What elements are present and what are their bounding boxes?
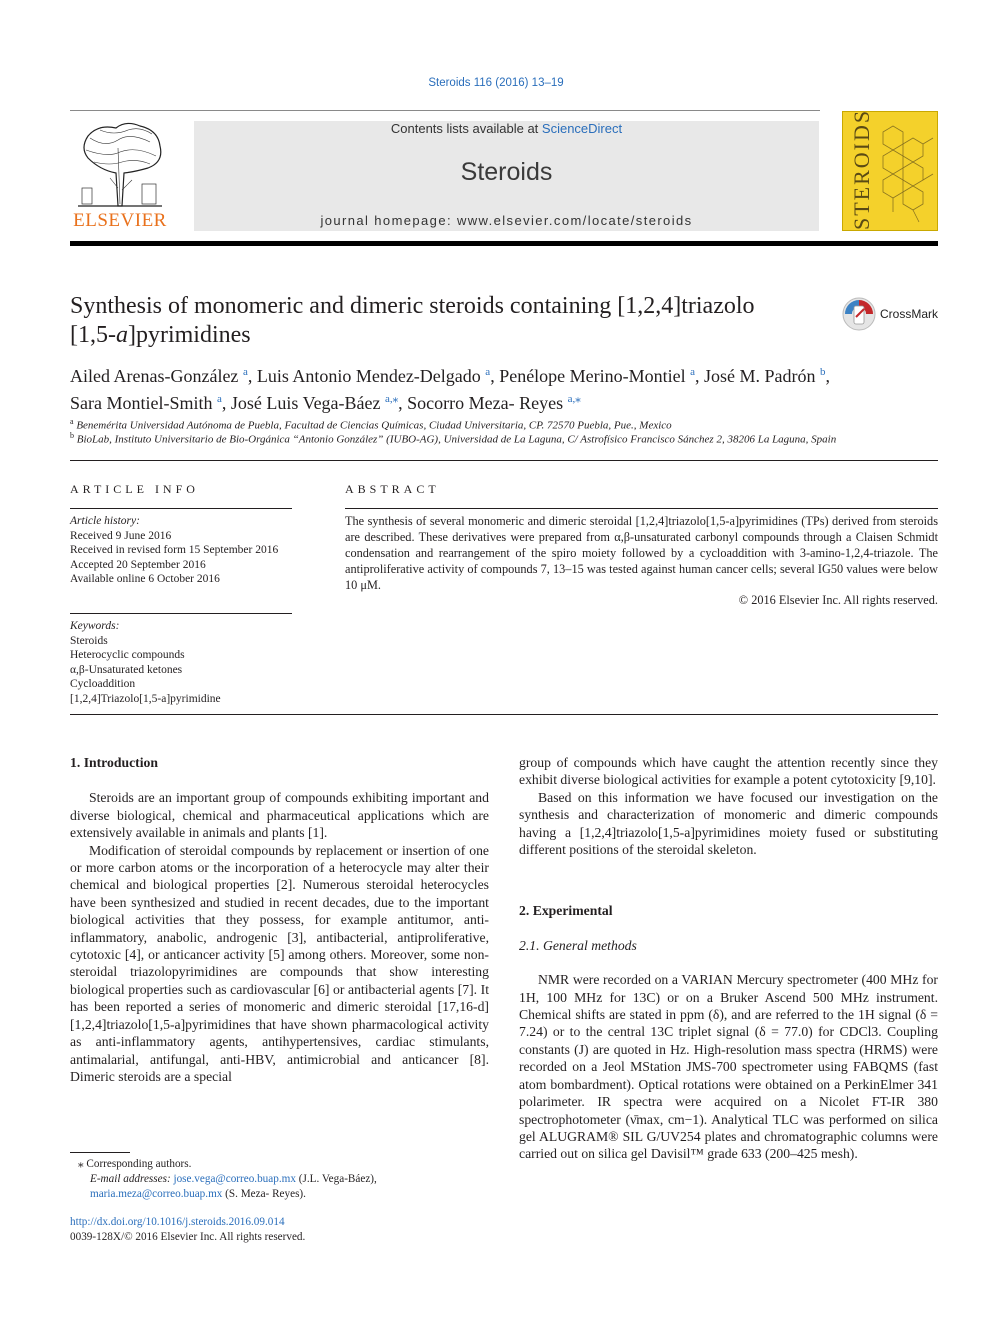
author-affiliation-marker[interactable]: a bbox=[690, 366, 696, 378]
email-owner: (S. Meza- Reyes). bbox=[225, 1188, 306, 1200]
keyword-item: Cycloaddition bbox=[70, 678, 136, 690]
cover-title: STEROIDS bbox=[849, 111, 874, 230]
email-owner: (J.L. Vega-Báez), bbox=[298, 1173, 377, 1185]
doi-block: http://dx.doi.org/10.1016/j.steroids.201… bbox=[70, 1215, 305, 1245]
abstract-divider bbox=[345, 508, 938, 509]
crossmark-label: CrossMark bbox=[880, 307, 939, 321]
email-addresses: E-mail addresses: jose.vega@correo.buap.… bbox=[70, 1172, 489, 1202]
author-line-2: Sara Montiel-Smith a, José Luis Vega-Báe… bbox=[70, 393, 581, 413]
author-name[interactable]: Sara Montiel-Smith bbox=[70, 393, 213, 413]
author-name[interactable]: Ailed Arenas-González bbox=[70, 366, 239, 386]
history-accepted: Accepted 20 September 2016 bbox=[70, 558, 206, 571]
introduction-paragraph-2: Modification of steroidal compounds by r… bbox=[70, 842, 489, 1084]
general-methods-heading: 2.1. General methods bbox=[519, 937, 637, 953]
contents-line: Contents lists available at ScienceDirec… bbox=[194, 121, 819, 136]
introduction-paragraph-4: Based on this information we have focuse… bbox=[519, 789, 938, 858]
abstract-text: The synthesis of several monomeric and d… bbox=[345, 514, 938, 592]
journal-name: Steroids bbox=[460, 158, 553, 186]
sciencedirect-link[interactable]: ScienceDirect bbox=[541, 121, 623, 136]
issn-copyright: 0039-128X/© 2016 Elsevier Inc. All right… bbox=[70, 1231, 306, 1243]
email-link[interactable]: maria.meza@correo.buap.mx bbox=[90, 1188, 223, 1200]
title-line-2: [1,5-a]pyrimidines bbox=[70, 322, 251, 348]
keywords-block: Keywords: Steroids Heterocyclic compound… bbox=[70, 619, 292, 706]
keywords-divider bbox=[70, 613, 292, 614]
journal-homepage[interactable]: journal homepage: www.elsevier.com/locat… bbox=[320, 213, 693, 228]
frontmatter-divider bbox=[70, 714, 938, 715]
steroid-structure-icon bbox=[882, 125, 934, 223]
contents-prefix: Contents lists available at bbox=[390, 121, 542, 136]
crossmark-badge[interactable]: CrossMark bbox=[842, 297, 942, 333]
author-name[interactable]: Luis Antonio Mendez-Delgado bbox=[256, 366, 481, 386]
article-history: Article history: Received 9 June 2016 Re… bbox=[70, 514, 292, 587]
author-affiliation-marker[interactable]: a bbox=[485, 366, 491, 378]
article-title: Synthesis of monomeric and dimeric stero… bbox=[70, 292, 820, 350]
history-revised: Received in revised form 15 September 20… bbox=[70, 544, 279, 556]
email-label: E-mail addresses: bbox=[90, 1173, 171, 1185]
journal-banner bbox=[194, 121, 819, 231]
journal-reference[interactable]: Steroids 116 (2016) 13–19 bbox=[428, 77, 564, 89]
introduction-paragraph-1: Steroids are an important group of compo… bbox=[70, 790, 489, 841]
doi-link[interactable]: http://dx.doi.org/10.1016/j.steroids.201… bbox=[70, 1216, 285, 1228]
author-affiliation-marker[interactable]: a bbox=[242, 366, 248, 378]
history-online: Available online 6 October 2016 bbox=[70, 573, 220, 585]
keyword-item: [1,2,4]Triazolo[1,5-a]pyrimidine bbox=[70, 692, 221, 705]
author-affiliation-marker[interactable]: a bbox=[217, 393, 222, 405]
keyword-item: Heterocyclic compounds bbox=[70, 649, 185, 661]
elsevier-logo[interactable]: ELSEVIER bbox=[70, 118, 170, 232]
abstract-copyright: © 2016 Elsevier Inc. All rights reserved… bbox=[738, 593, 938, 607]
footnote-divider bbox=[70, 1152, 130, 1153]
history-label: Article history: bbox=[70, 515, 140, 527]
author-affiliation-marker[interactable]: b bbox=[820, 366, 826, 378]
journal-cover[interactable]: STEROIDS bbox=[842, 111, 938, 231]
author-name[interactable]: José Luis Vega-Báez bbox=[230, 393, 381, 413]
affiliation-divider bbox=[70, 460, 938, 461]
introduction-paragraph-3: group of compounds which have caught the… bbox=[519, 755, 938, 788]
top-divider bbox=[70, 110, 820, 111]
general-methods-paragraph: NMR were recorded on a VARIAN Mercury sp… bbox=[519, 972, 938, 1162]
author-affiliation-marker[interactable]: a,⁎ bbox=[567, 393, 581, 405]
author-affiliation-marker[interactable]: a,⁎ bbox=[385, 393, 399, 405]
keywords-label: Keywords: bbox=[70, 620, 120, 632]
author-name[interactable]: Socorro Meza- Reyes bbox=[407, 393, 564, 413]
history-received: Received 9 June 2016 bbox=[70, 529, 172, 542]
right-column: group of compounds which have caught the… bbox=[519, 754, 938, 1163]
abstract-heading: ABSTRACT bbox=[345, 482, 440, 496]
crossmark-icon bbox=[842, 297, 876, 331]
footnotes: ⁎ Corresponding authors. E-mail addresse… bbox=[70, 1157, 489, 1202]
author-list: Ailed Arenas-González a, Luis Antonio Me… bbox=[70, 361, 938, 415]
author-name[interactable]: José M. Padrón bbox=[704, 366, 816, 386]
article-info-divider bbox=[70, 508, 292, 509]
corresponding-authors-note: ⁎ Corresponding authors. bbox=[78, 1158, 192, 1170]
keyword-item: Steroids bbox=[70, 634, 108, 647]
experimental-heading: 2. Experimental bbox=[519, 903, 613, 919]
author-line-1: Ailed Arenas-González a, Luis Antonio Me… bbox=[70, 366, 831, 386]
elsevier-wordmark: ELSEVIER bbox=[73, 210, 167, 231]
affiliation-a: a Benemérita Universidad Autónoma de Pue… bbox=[70, 417, 672, 432]
introduction-heading: 1. Introduction bbox=[70, 755, 158, 770]
email-link[interactable]: jose.vega@correo.buap.mx bbox=[173, 1173, 296, 1185]
left-column: 1. Introduction Steroids are an importan… bbox=[70, 754, 489, 1085]
elsevier-tree-icon bbox=[70, 118, 170, 210]
keyword-item: α,β-Unsaturated ketones bbox=[70, 663, 183, 676]
title-line-1: Synthesis of monomeric and dimeric stero… bbox=[70, 293, 755, 319]
author-name[interactable]: Penélope Merino-Montiel bbox=[499, 366, 686, 386]
affiliation-b: b BioLab, Instituto Universitario de Bio… bbox=[70, 431, 837, 446]
header-thick-rule bbox=[70, 241, 938, 246]
article-info-heading: ARTICLE INFO bbox=[70, 482, 199, 496]
